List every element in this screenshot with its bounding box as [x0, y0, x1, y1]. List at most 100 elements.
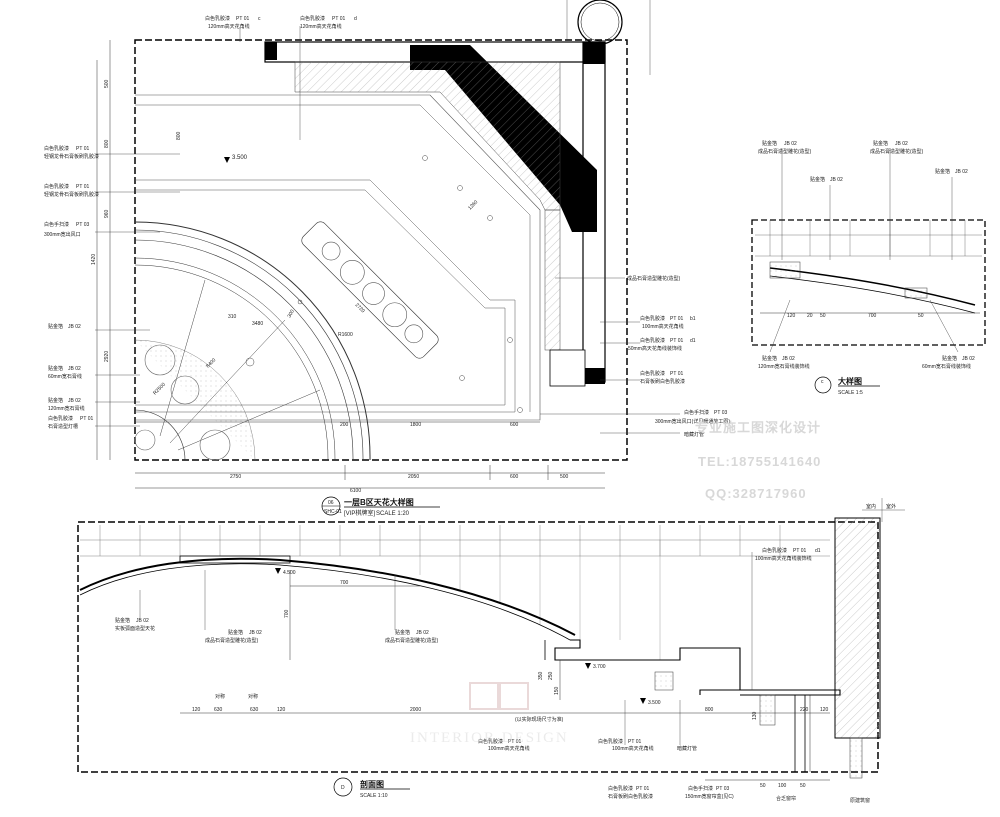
- dim-arc-1: 300: [287, 309, 296, 319]
- dim-inner-2: 1800: [410, 422, 421, 428]
- note-text: 100mm高天花角线: [642, 323, 684, 330]
- detail-note-code: 贴金箔: [810, 176, 825, 183]
- section-dim: 220: [800, 707, 809, 713]
- watermark-line-3: QQ:328717960: [705, 486, 807, 501]
- note-text: 石膏造型灯槽: [48, 423, 78, 430]
- detail-dim: 50: [918, 313, 924, 319]
- note-ref: PT 01: [670, 316, 683, 322]
- dim-left-1: 500: [104, 79, 110, 88]
- note-ref: JB 02: [68, 324, 81, 330]
- plan-top-notes: 白色乳胶漆 PT 01 c 120mm高天花角线 白色乳胶漆 PT 01 d 1…: [205, 15, 357, 30]
- note-text: 120mm宽石膏线: [48, 405, 85, 412]
- section-note-text: 成品石膏造型雕花(造型): [205, 637, 259, 644]
- plan-step-line-2: [135, 104, 531, 412]
- section-note-code: 白色乳胶漆: [762, 547, 787, 554]
- detail-tag: c: [821, 379, 824, 385]
- plan-dim-labels: 2750 2050 600 500 6100 200 1800 600 500 …: [91, 79, 569, 494]
- label-symmetric-1: 对称: [215, 693, 225, 700]
- section-arch: [79, 557, 576, 636]
- plan-dome: [134, 221, 371, 461]
- detail-note-ref: JB 02: [782, 356, 795, 362]
- dim-diag-1: 800: [176, 131, 182, 140]
- dim-bottom-1: 2750: [230, 474, 241, 480]
- plan-title-block: 06 SHC-01 一层B区天花大样图 [VIP棋牌室] SCALE 1:20: [321, 496, 440, 517]
- section-note-text: 100mm高天花角线装饰线: [755, 555, 812, 562]
- note-code: 白色乳胶漆: [640, 337, 665, 344]
- note-ref: PT 03: [714, 410, 727, 416]
- label-site-note: (以实际现场尺寸为准): [515, 716, 564, 723]
- logo-text: INTERIOR DESIGN: [410, 730, 569, 746]
- dim-left-3: 960: [104, 209, 110, 218]
- detail-note-text: 成品石膏造型雕花(造型): [870, 148, 924, 155]
- plan-subtitle: [VIP棋牌室]: [344, 509, 375, 517]
- section-dim: 130: [752, 711, 758, 720]
- detail-note-code: 贴金箔: [762, 355, 777, 362]
- plan-elevation: 3.500: [232, 155, 248, 161]
- section-title: 剖面图: [360, 779, 384, 789]
- section-steps: [554, 639, 741, 695]
- section-dim: 630: [214, 707, 223, 713]
- section-dim: 700: [284, 609, 290, 618]
- section-bnote-ref: PT 03: [716, 786, 729, 792]
- section-elevation: 4.500: [283, 570, 296, 576]
- label-outdoor: 室外: [886, 503, 896, 510]
- detail-dim: 120: [787, 313, 796, 319]
- plan-downlights: [297, 155, 523, 413]
- plan-right-notes: 成品石膏造型雕花(造型) 白色乳胶漆 PT 01 b1 100mm高天花角线 白…: [627, 275, 730, 438]
- elevation-marker: [640, 698, 646, 704]
- plan-niche: [549, 349, 586, 387]
- plan-hatch-right: [544, 209, 561, 351]
- watermark-line-1: 专业施工图深化设计: [695, 420, 821, 435]
- detail-note-code: 贴金箔: [762, 140, 777, 147]
- note-text: 120mm高天花角线: [208, 23, 250, 30]
- section-bnote-ref: PT 01: [628, 739, 641, 745]
- section-note-text: 实板弧面造型天花: [115, 625, 155, 632]
- dim-total: 6100: [350, 488, 361, 494]
- section-note-text: 成品石膏造型雕花(造型): [385, 637, 439, 644]
- plan-wall-block-bottom: [583, 368, 605, 384]
- watermark-block: 专业施工图深化设计 TEL:18755141640 QQ:328717960: [695, 420, 821, 501]
- note-code: 白色乳胶漆: [44, 183, 69, 190]
- section-note-sub: d1: [815, 548, 821, 554]
- detail-note-code: 贴金箔: [935, 168, 950, 175]
- dim-arc-2: 310: [228, 314, 237, 320]
- section-wall: [834, 517, 881, 739]
- section-note-ref: JB 02: [136, 618, 149, 624]
- note-sub: d: [354, 16, 357, 22]
- section-note-ref: JB 02: [249, 630, 262, 636]
- plan-title: 一层B区天花大样图: [344, 497, 414, 507]
- note-code: 白色乳胶漆: [640, 315, 665, 322]
- note-text: 暗藏灯管: [684, 431, 704, 438]
- section-bnote-text: 150mm宽窗帘盒(见C): [685, 793, 734, 800]
- note-ref: PT 01: [80, 416, 93, 422]
- section-note-ref: JB 02: [416, 630, 429, 636]
- section-bnote-code: 白色乳胶漆: [598, 738, 623, 745]
- note-sub: b1: [690, 316, 696, 322]
- dim-diag-2: 1260: [467, 199, 479, 211]
- detail-note-ref: JB 02: [962, 356, 975, 362]
- note-text: 成品石膏造型雕花(造型): [627, 275, 681, 282]
- note-code: 贴金箔: [48, 323, 63, 330]
- note-code: 白色乳胶漆: [300, 15, 325, 22]
- note-text: 石膏板刷白色乳胶漆: [640, 378, 685, 385]
- elevation-marker: [275, 568, 281, 574]
- dim-diag-5: 3480: [252, 321, 263, 327]
- note-code: 白色乳胶漆: [48, 415, 73, 422]
- detail-note-text: 成品石膏造型雕花(造型): [758, 148, 812, 155]
- plan-step-line-3: [135, 179, 516, 413]
- detail-note-ref: JB 02: [830, 177, 843, 183]
- dim-inner-1: 200: [340, 422, 349, 428]
- plan-tag-top: 06: [328, 500, 334, 506]
- section-elevation: 3.500: [648, 700, 661, 706]
- plan-left-notes: 白色乳胶漆 PT 01 轻钢龙骨石膏板刷乳胶漆 白色乳胶漆 PT 01 轻钢龙骨…: [44, 145, 99, 430]
- note-text: 60mm宽石膏线: [48, 373, 82, 380]
- section-dim: 800: [705, 707, 714, 713]
- plan-frame: [134, 39, 628, 461]
- note-sub: c: [258, 16, 261, 22]
- section-bnote-text: 100mm高天花角线: [612, 745, 654, 752]
- plan-tag-bottom: SHC-01: [324, 509, 342, 515]
- section-bnote-text: 合乏窗帘: [776, 795, 796, 802]
- detail-note-text: 120mm宽石膏线装饰线: [758, 363, 810, 370]
- section-dim: 250: [548, 671, 554, 680]
